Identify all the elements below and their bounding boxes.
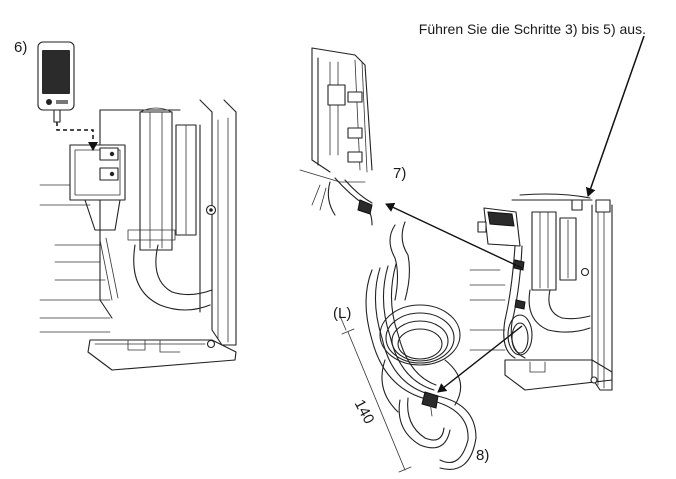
step6-label: 6) xyxy=(14,39,27,56)
arrow-to-step7 xyxy=(385,202,523,269)
dimension-line xyxy=(339,315,412,473)
dashed-arrow xyxy=(56,122,98,151)
left-unit-illustration xyxy=(39,99,237,371)
arrow-to-step8 xyxy=(437,325,523,393)
cable-coil xyxy=(365,221,477,470)
step7-label: 7) xyxy=(393,165,406,182)
step8-label: 8) xyxy=(476,447,489,464)
length-label: (L) xyxy=(333,305,351,322)
center-bracket-illustration xyxy=(299,47,373,226)
dimension-value: 140 xyxy=(351,397,378,427)
instruction-label: Führen Sie die Schritte 3) bis 5) aus. xyxy=(419,21,646,37)
remote-device-icon xyxy=(37,41,75,123)
arrow-instruction xyxy=(585,35,645,197)
right-unit-illustration xyxy=(469,193,613,391)
